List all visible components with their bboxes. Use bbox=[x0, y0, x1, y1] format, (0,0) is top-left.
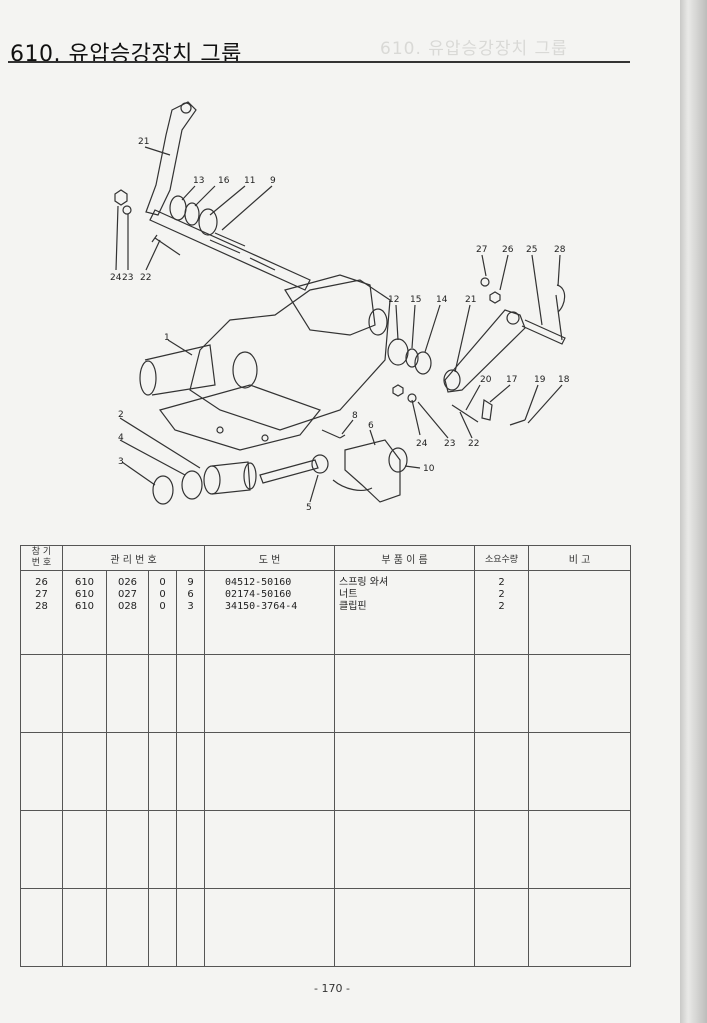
svg-text:24: 24 bbox=[110, 273, 122, 283]
mgmt-group: 610 bbox=[74, 577, 95, 588]
header-drawing-no: 도 번 bbox=[204, 545, 336, 571]
svg-text:6: 6 bbox=[368, 421, 374, 431]
svg-text:14: 14 bbox=[436, 295, 448, 305]
mgmt-check: 9 bbox=[187, 577, 194, 588]
parts-table: 참 기 번 호 관 리 번 호 도 번 부 품 이 름 소요수량 비 고 26 … bbox=[20, 545, 632, 967]
svg-text:12: 12 bbox=[388, 295, 399, 305]
header-remarks: 비 고 bbox=[528, 545, 632, 571]
header-mgmt-no: 관 리 번 호 bbox=[61, 545, 206, 571]
part-name: 스프링 와셔 bbox=[339, 577, 389, 588]
header-ref-no: 참 기 번 호 bbox=[20, 545, 63, 571]
svg-text:28: 28 bbox=[554, 245, 566, 255]
mgmt-item: 028 bbox=[117, 601, 138, 612]
title-rule bbox=[8, 61, 630, 63]
page-title: 610. 유압승강장치 그룹 bbox=[10, 42, 242, 67]
part-name: 클립핀 bbox=[339, 601, 367, 612]
svg-text:20: 20 bbox=[480, 375, 492, 385]
svg-text:16: 16 bbox=[218, 176, 230, 186]
table-row: 26 27 28 610 610 610 026 027 028 0 0 0 9… bbox=[20, 570, 632, 655]
svg-text:23: 23 bbox=[444, 439, 455, 449]
drawing-number: 34150-3764-4 bbox=[225, 601, 298, 612]
exploded-parts-diagram: 21 13 16 11 9 24 23 22 27 26 25 28 12 15… bbox=[110, 101, 570, 513]
table-header-row: 참 기 번 호 관 리 번 호 도 번 부 품 이 름 소요수량 비 고 bbox=[20, 545, 632, 571]
quantity: 2 bbox=[498, 577, 505, 588]
svg-text:25: 25 bbox=[526, 245, 537, 255]
mgmt-sub: 0 bbox=[159, 589, 166, 600]
svg-text:19: 19 bbox=[534, 375, 546, 385]
svg-text:4: 4 bbox=[118, 433, 124, 443]
drawing-number: 02174-50160 bbox=[225, 589, 292, 600]
svg-text:26: 26 bbox=[502, 245, 514, 255]
svg-text:17: 17 bbox=[506, 375, 517, 385]
header-part-name: 부 품 이 름 bbox=[334, 545, 476, 571]
svg-text:23: 23 bbox=[122, 273, 133, 283]
svg-text:1: 1 bbox=[164, 333, 170, 343]
svg-text:8: 8 bbox=[352, 411, 358, 421]
mgmt-check: 3 bbox=[187, 601, 194, 612]
svg-text:21: 21 bbox=[465, 295, 476, 305]
svg-text:9: 9 bbox=[270, 176, 276, 186]
page-number: - 170 - bbox=[314, 982, 350, 995]
ref-no: 27 bbox=[35, 589, 48, 600]
svg-text:3: 3 bbox=[118, 457, 124, 467]
svg-text:11: 11 bbox=[244, 176, 255, 186]
table-row-empty bbox=[20, 888, 632, 967]
ref-no: 26 bbox=[35, 577, 48, 588]
mgmt-group: 610 bbox=[74, 601, 95, 612]
svg-text:18: 18 bbox=[558, 375, 570, 385]
ref-no: 28 bbox=[35, 601, 48, 612]
binding-edge bbox=[680, 0, 707, 1023]
mgmt-sub: 0 bbox=[159, 577, 166, 588]
svg-text:21: 21 bbox=[138, 137, 149, 147]
table-row-empty bbox=[20, 810, 632, 889]
part-name: 너트 bbox=[339, 589, 358, 600]
svg-text:13: 13 bbox=[193, 176, 204, 186]
mgmt-item: 026 bbox=[117, 577, 138, 588]
svg-text:15: 15 bbox=[410, 295, 421, 305]
table-row-empty bbox=[20, 654, 632, 733]
svg-text:22: 22 bbox=[468, 439, 479, 449]
mgmt-sub: 0 bbox=[159, 601, 166, 612]
svg-text:22: 22 bbox=[140, 273, 151, 283]
svg-text:24: 24 bbox=[416, 439, 428, 449]
quantity: 2 bbox=[498, 601, 505, 612]
mgmt-group: 610 bbox=[74, 589, 95, 600]
mgmt-check: 6 bbox=[187, 589, 194, 600]
bleed-through-title: 610. 유압승강장치 그룹 bbox=[380, 39, 568, 59]
header-qty: 소요수량 bbox=[474, 545, 530, 571]
svg-text:27: 27 bbox=[476, 245, 487, 255]
mgmt-item: 027 bbox=[117, 589, 138, 600]
drawing-number: 04512-50160 bbox=[225, 577, 292, 588]
quantity: 2 bbox=[498, 589, 505, 600]
svg-text:10: 10 bbox=[423, 464, 435, 474]
svg-text:2: 2 bbox=[118, 410, 124, 420]
svg-text:5: 5 bbox=[306, 503, 312, 513]
table-row-empty bbox=[20, 732, 632, 811]
